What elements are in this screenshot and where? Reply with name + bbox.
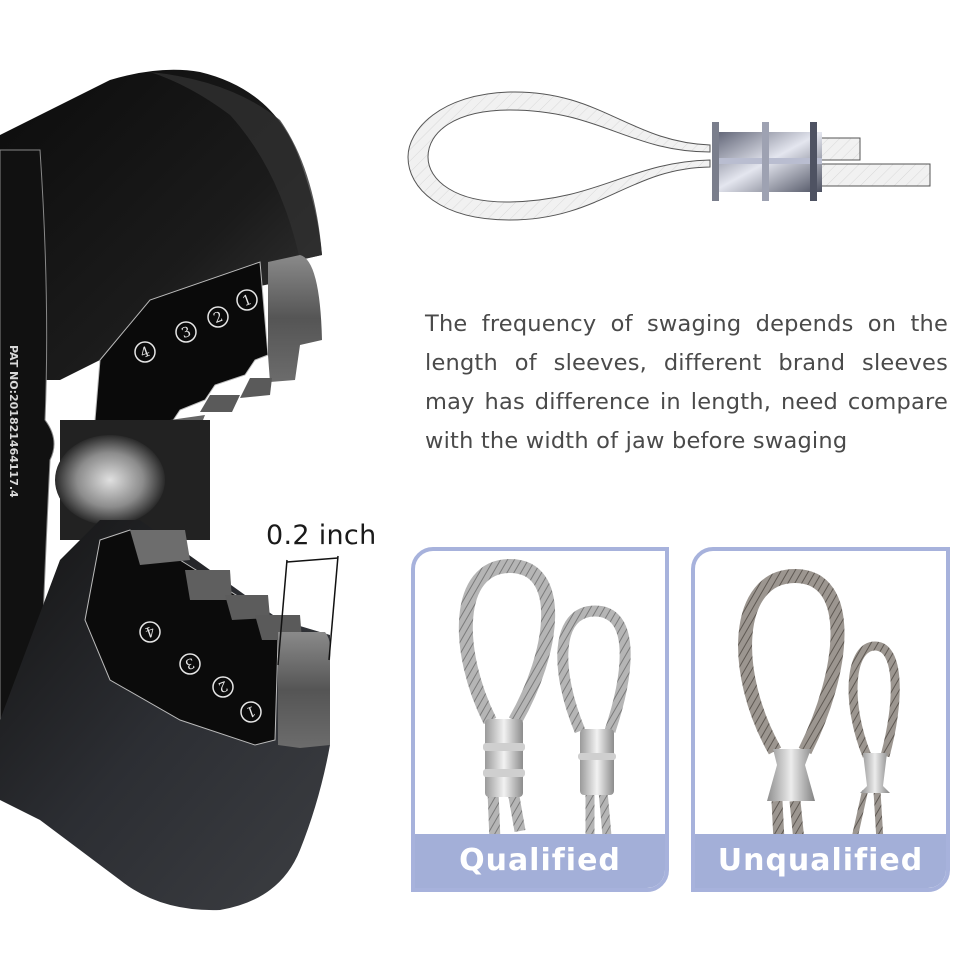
jaw-width-bracket xyxy=(277,555,339,666)
unqualified-swaged-cable-loops-image xyxy=(738,568,900,841)
swaging-sleeve-loop-diagram xyxy=(407,91,931,221)
crimping-plier-jaw-image: 1 2 3 4 PAT NO:201821464117.4 4 3 2 1 xyxy=(0,69,339,911)
unqualified-label: Unqualified xyxy=(695,834,946,888)
qualified-label: Qualified xyxy=(415,834,665,888)
patent-number-text: PAT NO:201821464117.4 xyxy=(7,345,20,498)
swaging-frequency-description: The frequency of swaging depends on the … xyxy=(425,311,948,454)
qualified-example-card: Qualified xyxy=(411,547,669,892)
jaw-width-measurement-label: 0.2 inch xyxy=(266,520,377,551)
unqualified-example-card: Unqualified xyxy=(691,547,950,892)
qualified-swaged-cable-loops-image xyxy=(458,558,631,841)
